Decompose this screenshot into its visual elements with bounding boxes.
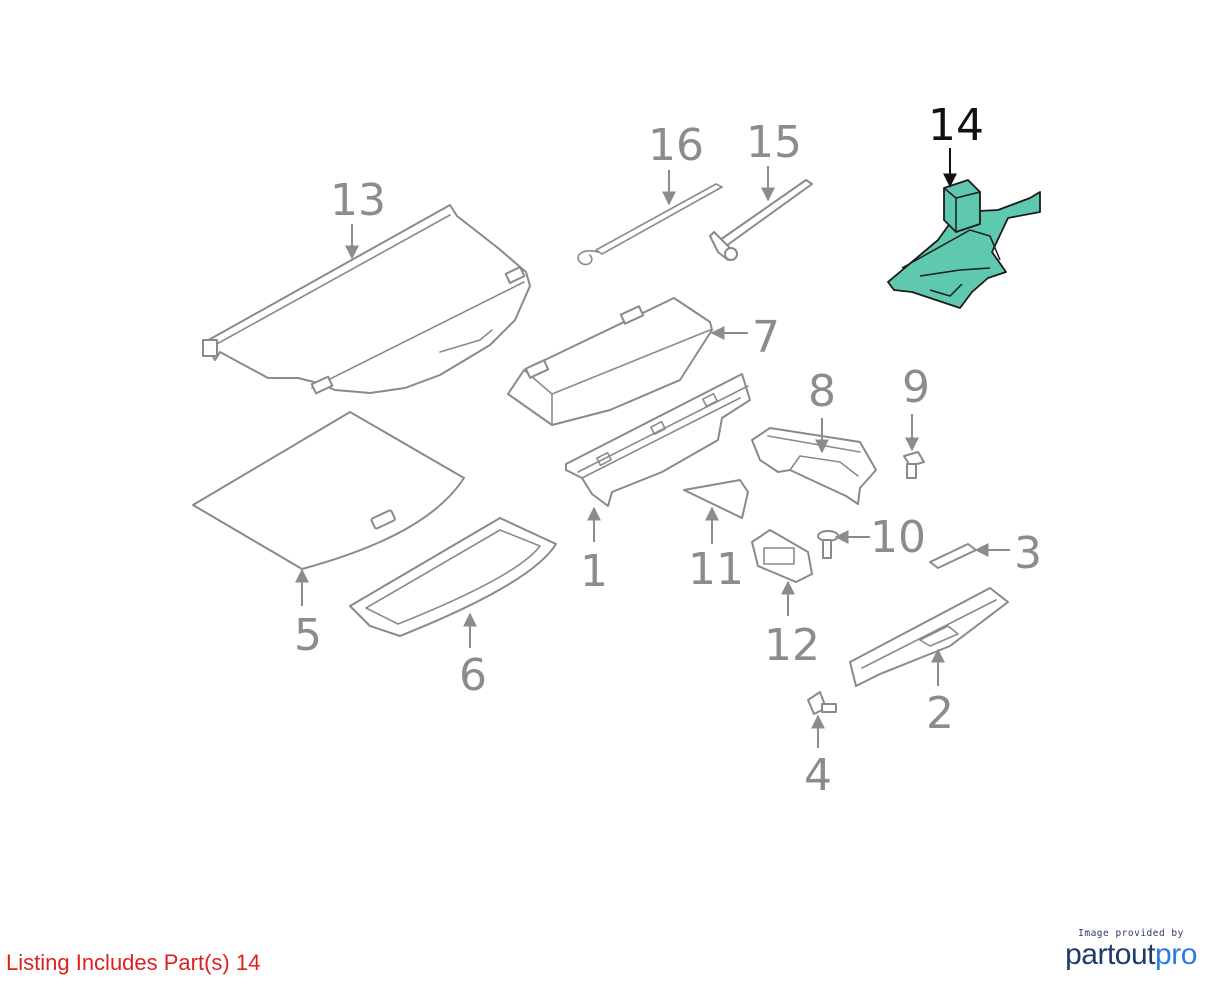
callout-2: 2 [926,688,954,739]
callout-5: 5 [294,610,322,661]
part-14-scissor-jack [887,179,1041,309]
callout-3: 3 [1014,528,1042,579]
part-15-wrench [709,179,813,261]
part-16-hook [577,183,723,266]
callout-6: 6 [459,650,487,701]
credit-caption: Image provided by [1078,928,1184,939]
part-2-sill-plate [849,587,1009,687]
part-9-bolt [903,451,925,479]
callout-13: 13 [330,175,386,226]
listing-parts-text: Listing Includes Part(s) 14 [6,950,261,975]
partoutpro-logo: partoutpro [1046,939,1216,971]
callout-7: 7 [752,312,780,363]
part-12-clip [751,529,813,583]
part-13-cargo-cover [202,204,531,395]
callout-12: 12 [764,620,820,671]
image-credit: Image provided by partoutpro [1046,928,1216,971]
part-8-bracket [751,427,877,505]
callout-10: 10 [870,512,926,563]
part-1-rear-panel [565,373,751,507]
callout-16: 16 [648,120,704,171]
callout-9: 9 [902,362,930,413]
part-3-strip [929,543,977,569]
callout-11: 11 [688,544,744,595]
part-5-floor-mat [192,411,465,570]
logo-part1: partout [1065,938,1156,971]
callout-1: 1 [580,546,608,597]
part-4-push-pin [807,691,837,715]
callout-14: 14 [928,100,984,151]
part-10-screw [817,530,839,559]
part-11-trim [683,479,749,519]
callout-15: 15 [746,117,802,168]
logo-part2: pro [1155,938,1197,971]
callout-8: 8 [808,366,836,417]
part-6-storage-tray [349,517,557,637]
callout-4: 4 [804,750,832,801]
callout-labels: 13 16 15 14 7 8 9 10 3 1 11 12 5 6 2 4 [294,100,1042,801]
callout-arrows [295,148,1010,748]
